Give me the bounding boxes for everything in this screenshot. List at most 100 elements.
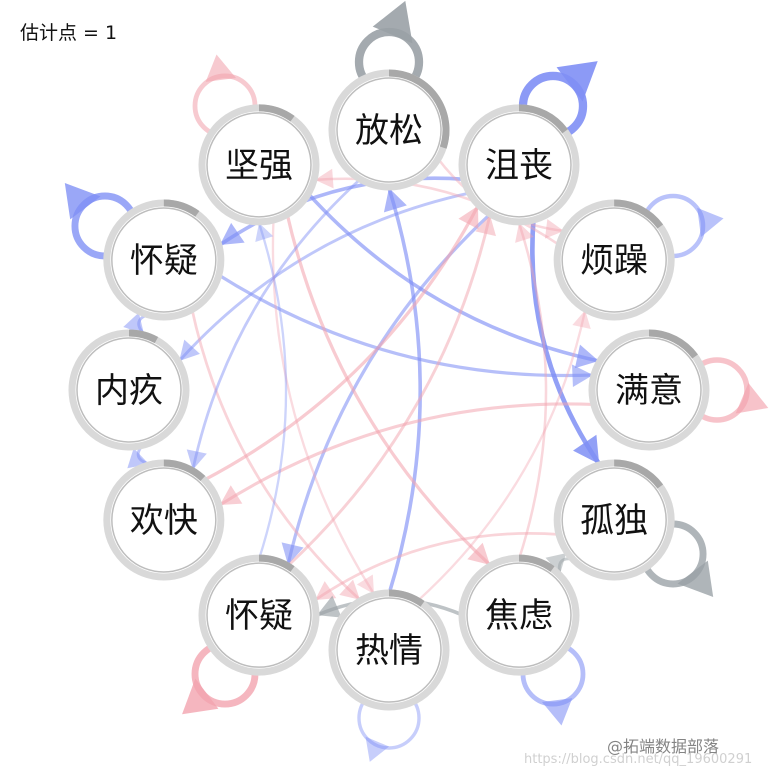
edge-n3-n12 (314, 177, 561, 247)
node-circle (466, 112, 572, 218)
edge-layer (64, 0, 769, 762)
edge-arrow-n8-n12 (255, 222, 274, 243)
edge-arrow-n12-n4 (574, 344, 599, 369)
node-label: 沮丧 (485, 146, 553, 186)
edge-arrow-n2-n10 (179, 339, 200, 361)
edge-arrow-n11-n10 (123, 312, 145, 334)
edge-n12-n4 (306, 191, 600, 363)
node-n10: 内疚 (68, 329, 190, 451)
node-n3: 烦躁 (553, 199, 675, 321)
watermark-url: https://blog.csdn.net/qq_19600291 (524, 752, 753, 767)
node-n9: 欢快 (103, 459, 225, 581)
node-circle (596, 337, 702, 443)
node-circle (111, 207, 217, 313)
edge-n1-n9 (191, 177, 362, 471)
edge-n5-n8 (314, 531, 561, 602)
node-label: 欢快 (130, 501, 198, 541)
node-circle (76, 337, 182, 443)
node-n12: 坚强 (198, 104, 320, 226)
edge-n7-n1 (387, 187, 422, 595)
edge-n2-n10 (178, 191, 471, 362)
node-n6: 焦虑 (458, 554, 580, 676)
node-n11: 怀疑 (103, 199, 225, 321)
node-label: 怀疑 (225, 596, 293, 636)
node-n8: 怀疑 (198, 554, 320, 676)
edge-n8-n2 (286, 214, 492, 568)
node-label: 焦虑 (485, 596, 553, 636)
edge-n12-n6 (285, 212, 492, 567)
edge-n12-n7 (271, 218, 375, 595)
self-loop-arrow-n8 (182, 678, 219, 715)
edge-n2-n11 (218, 176, 466, 247)
edge-n11-n7 (190, 308, 361, 601)
edge-arrow-n12-n6 (467, 542, 490, 565)
node-label: 放松 (355, 111, 423, 151)
edge-n8-n12 (257, 222, 288, 560)
node-circle (206, 562, 312, 668)
edge-arrow-n2-n8 (281, 542, 304, 565)
watermark-brand: @拓端数据部落 (607, 737, 720, 756)
edge-arrow-n6-n8 (317, 595, 342, 618)
node-n5: 孤独 (553, 459, 675, 581)
node-pie-arc (258, 104, 295, 122)
node-circle (466, 562, 572, 668)
node-label: 孤独 (580, 501, 648, 541)
node-label: 坚强 (225, 146, 293, 186)
node-pie-arc (388, 69, 450, 149)
node-pie-arc (614, 199, 664, 229)
edge-arrow-n5-n6 (545, 553, 567, 575)
edge-arrow-n11-n7 (339, 579, 360, 600)
self-loop-arrow-n7 (365, 736, 390, 762)
edge-n7-n3 (416, 309, 587, 603)
node-pie-arc (163, 199, 200, 217)
node-circle (336, 77, 442, 183)
edge-arrow-n1-n3 (544, 219, 564, 239)
edge-arrow-n7-n1 (383, 188, 407, 213)
edge-arrow-n3-n12 (315, 168, 334, 189)
node-pie-arc (128, 329, 159, 344)
node-label: 内疚 (95, 371, 163, 411)
self-loop-arrow-n12 (205, 54, 237, 82)
self-loop-arrow-n1 (372, 0, 413, 44)
node-pie-arc (258, 554, 295, 572)
node-pie-arc (614, 459, 664, 489)
node-n1: 放松 (328, 69, 450, 191)
node-circle (111, 467, 217, 573)
node-pie-arc (518, 104, 568, 134)
node-circle (206, 112, 312, 218)
node-n2: 沮丧 (458, 104, 580, 226)
node-pie-arc (648, 329, 698, 359)
edge-arrow-n2-n11 (219, 222, 245, 245)
edge-n9-n2 (202, 205, 480, 482)
edge-arrow-n6-n2 (515, 222, 534, 243)
edge-arrow-n8-n2 (475, 215, 497, 237)
edge-n6-n2 (517, 222, 548, 560)
edge-arrow-n11-n4 (572, 364, 593, 388)
node-n4: 满意 (588, 329, 710, 451)
edge-arrow-n9-n2 (458, 205, 479, 230)
edge-arrow-n1-n9 (186, 449, 207, 470)
node-circle (561, 207, 667, 313)
edge-n4-n9 (219, 402, 595, 507)
node-pie-arc (388, 589, 425, 607)
node-pie-arc (518, 554, 555, 572)
node-circle (336, 597, 442, 703)
self-loop-arrow-n11 (64, 183, 101, 220)
node-pie-arc (163, 459, 206, 482)
edge-n11-n4 (217, 273, 594, 378)
self-loop-arrow-n5 (677, 560, 714, 597)
node-n7: 热情 (328, 589, 450, 711)
self-loop-arrow-n4 (735, 382, 769, 414)
edge-arrow-n2-n5 (573, 434, 600, 464)
self-loop-arrow-n3 (697, 207, 724, 238)
node-circle (561, 467, 667, 573)
node-label: 热情 (355, 631, 423, 671)
self-loop-arrow-n2 (556, 61, 598, 102)
edge-arrow-n5-n8 (315, 581, 337, 601)
estimate-point-label: 估计点 = 1 (20, 22, 118, 44)
edge-arrow-n7-n3 (572, 310, 591, 329)
edge-arrow-n4-n9 (219, 485, 243, 505)
